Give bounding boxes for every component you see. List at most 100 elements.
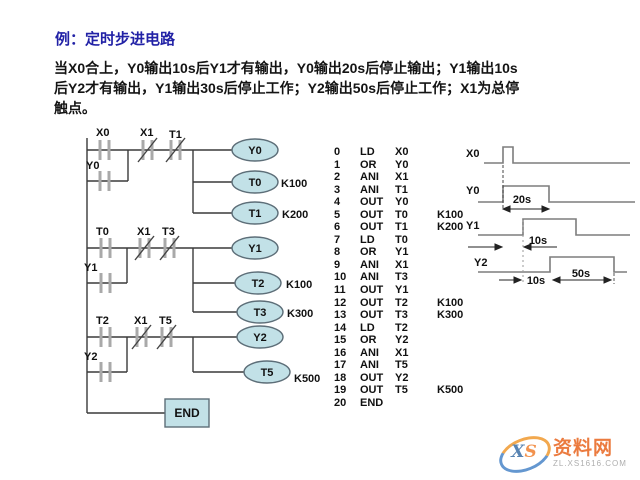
contact-labels: X0 X1 T1 Y0 T0 X1 T3 Y1 T2 X1 T5 Y2 <box>84 127 182 363</box>
program-col-op: OUT <box>360 296 384 309</box>
program-col-k: K200 <box>437 221 464 234</box>
timer-constant: K100 <box>286 279 312 291</box>
output-coils: Y0 T0 T1 Y1 T2 T3 Y2 T5 K100 K200 K100 K… <box>231 138 320 385</box>
program-col-n: 11 <box>334 284 346 297</box>
program-col-op: ANI <box>360 359 379 372</box>
program-col-n: 13 <box>334 309 347 322</box>
program-col-op: OUT <box>360 221 384 234</box>
program-col-k: K500 <box>437 384 464 397</box>
program-col-op: OUT <box>360 371 384 384</box>
timer-constant: K300 <box>287 308 313 320</box>
contact-label: T3 <box>162 226 175 238</box>
program-col-op: OR <box>360 158 377 171</box>
logo-letter-x: X <box>511 442 525 462</box>
timer-constant: K500 <box>294 373 320 385</box>
contact-label: X1 <box>134 315 147 327</box>
timer-constant: K100 <box>281 178 307 190</box>
annotation-10s: 10s <box>529 235 547 247</box>
contact-label: T1 <box>169 129 182 141</box>
program-line: 0 LD X0 <box>334 146 464 159</box>
program-col-op: OUT <box>360 309 384 322</box>
program-col-n: 7 <box>334 233 341 246</box>
program-col-op: LD <box>360 233 375 246</box>
program-col-op: ANI <box>360 171 379 184</box>
program-col-n: 0 <box>334 146 341 158</box>
nc-contact-slashes <box>131 137 186 350</box>
coil-label: Y0 <box>248 145 261 157</box>
program-col-n: 17 <box>334 359 347 372</box>
coil-label: Y2 <box>253 332 266 344</box>
program-col-n: 4 <box>334 196 341 209</box>
ladder-contacts <box>98 140 182 382</box>
waveform-y2 <box>478 256 627 273</box>
watermark: XS 资料网 ZL.XS1616.COM <box>493 429 639 480</box>
program-col-n: 19 <box>334 384 347 397</box>
program-col-a: Y0 <box>395 196 409 209</box>
program-col-a: Y0 <box>395 158 409 171</box>
program-col-n: 6 <box>334 221 341 234</box>
program-line: 17 ANI T5 <box>334 359 464 372</box>
logo-letter-s: S <box>524 442 537 462</box>
program-col-a: Y1 <box>395 246 409 259</box>
contact-label: T5 <box>159 315 172 327</box>
program-col-a: T1 <box>395 183 408 196</box>
waveform-y0 <box>478 185 635 203</box>
program-col-op: OR <box>360 334 377 347</box>
program-col-op: OR <box>360 246 377 259</box>
contact-label: Y2 <box>84 351 97 363</box>
program-line: 4 OUT Y0 <box>334 196 464 209</box>
program-col-n: 2 <box>334 171 341 184</box>
program-col-op: ANI <box>360 258 379 271</box>
dimension-arrows <box>468 205 613 284</box>
program-col-k: K100 <box>437 296 464 309</box>
contact-label: X0 <box>96 127 109 139</box>
program-col-n: 18 <box>334 371 347 384</box>
program-col-a: Y2 <box>395 334 409 347</box>
contact-label: X1 <box>140 127 153 139</box>
program-col-a: T3 <box>395 309 408 322</box>
program-line: 8 OR Y1 <box>334 246 464 259</box>
signal-label-y0: Y0 <box>466 185 479 197</box>
program-col-n: 20 <box>334 396 347 409</box>
contact-label: Y0 <box>86 160 99 172</box>
annotation-50s: 50s <box>572 268 590 280</box>
program-col-op: ANI <box>360 346 379 359</box>
annotation-10s: 10s <box>527 275 545 287</box>
program-col-op: LD <box>360 146 375 158</box>
program-col-n: 8 <box>334 246 341 259</box>
program-col-op: END <box>360 396 384 409</box>
contact-label: Y1 <box>84 262 97 274</box>
signal-label-x0: X0 <box>466 148 479 160</box>
program-col-a: X1 <box>395 346 409 359</box>
waveform-y1 <box>478 218 630 236</box>
waveform-x0 <box>484 146 630 164</box>
program-col-k: K100 <box>437 208 464 221</box>
program-col-n: 10 <box>334 271 347 284</box>
program-col-a: X1 <box>395 258 409 271</box>
program-col-op: OUT <box>360 196 384 209</box>
program-col-n: 14 <box>334 321 347 334</box>
program-col-a: Y2 <box>395 371 409 384</box>
watermark-logo-icon: XS <box>493 429 557 480</box>
program-col-a: X0 <box>395 146 409 158</box>
program-col-a: T5 <box>395 359 408 372</box>
signal-label-y2: Y2 <box>474 257 487 269</box>
program-col-a: T1 <box>395 221 408 234</box>
program-line: 6 OUT T1 K200 <box>334 221 464 234</box>
coil-label: T3 <box>254 307 267 319</box>
end-block: END <box>164 398 210 428</box>
